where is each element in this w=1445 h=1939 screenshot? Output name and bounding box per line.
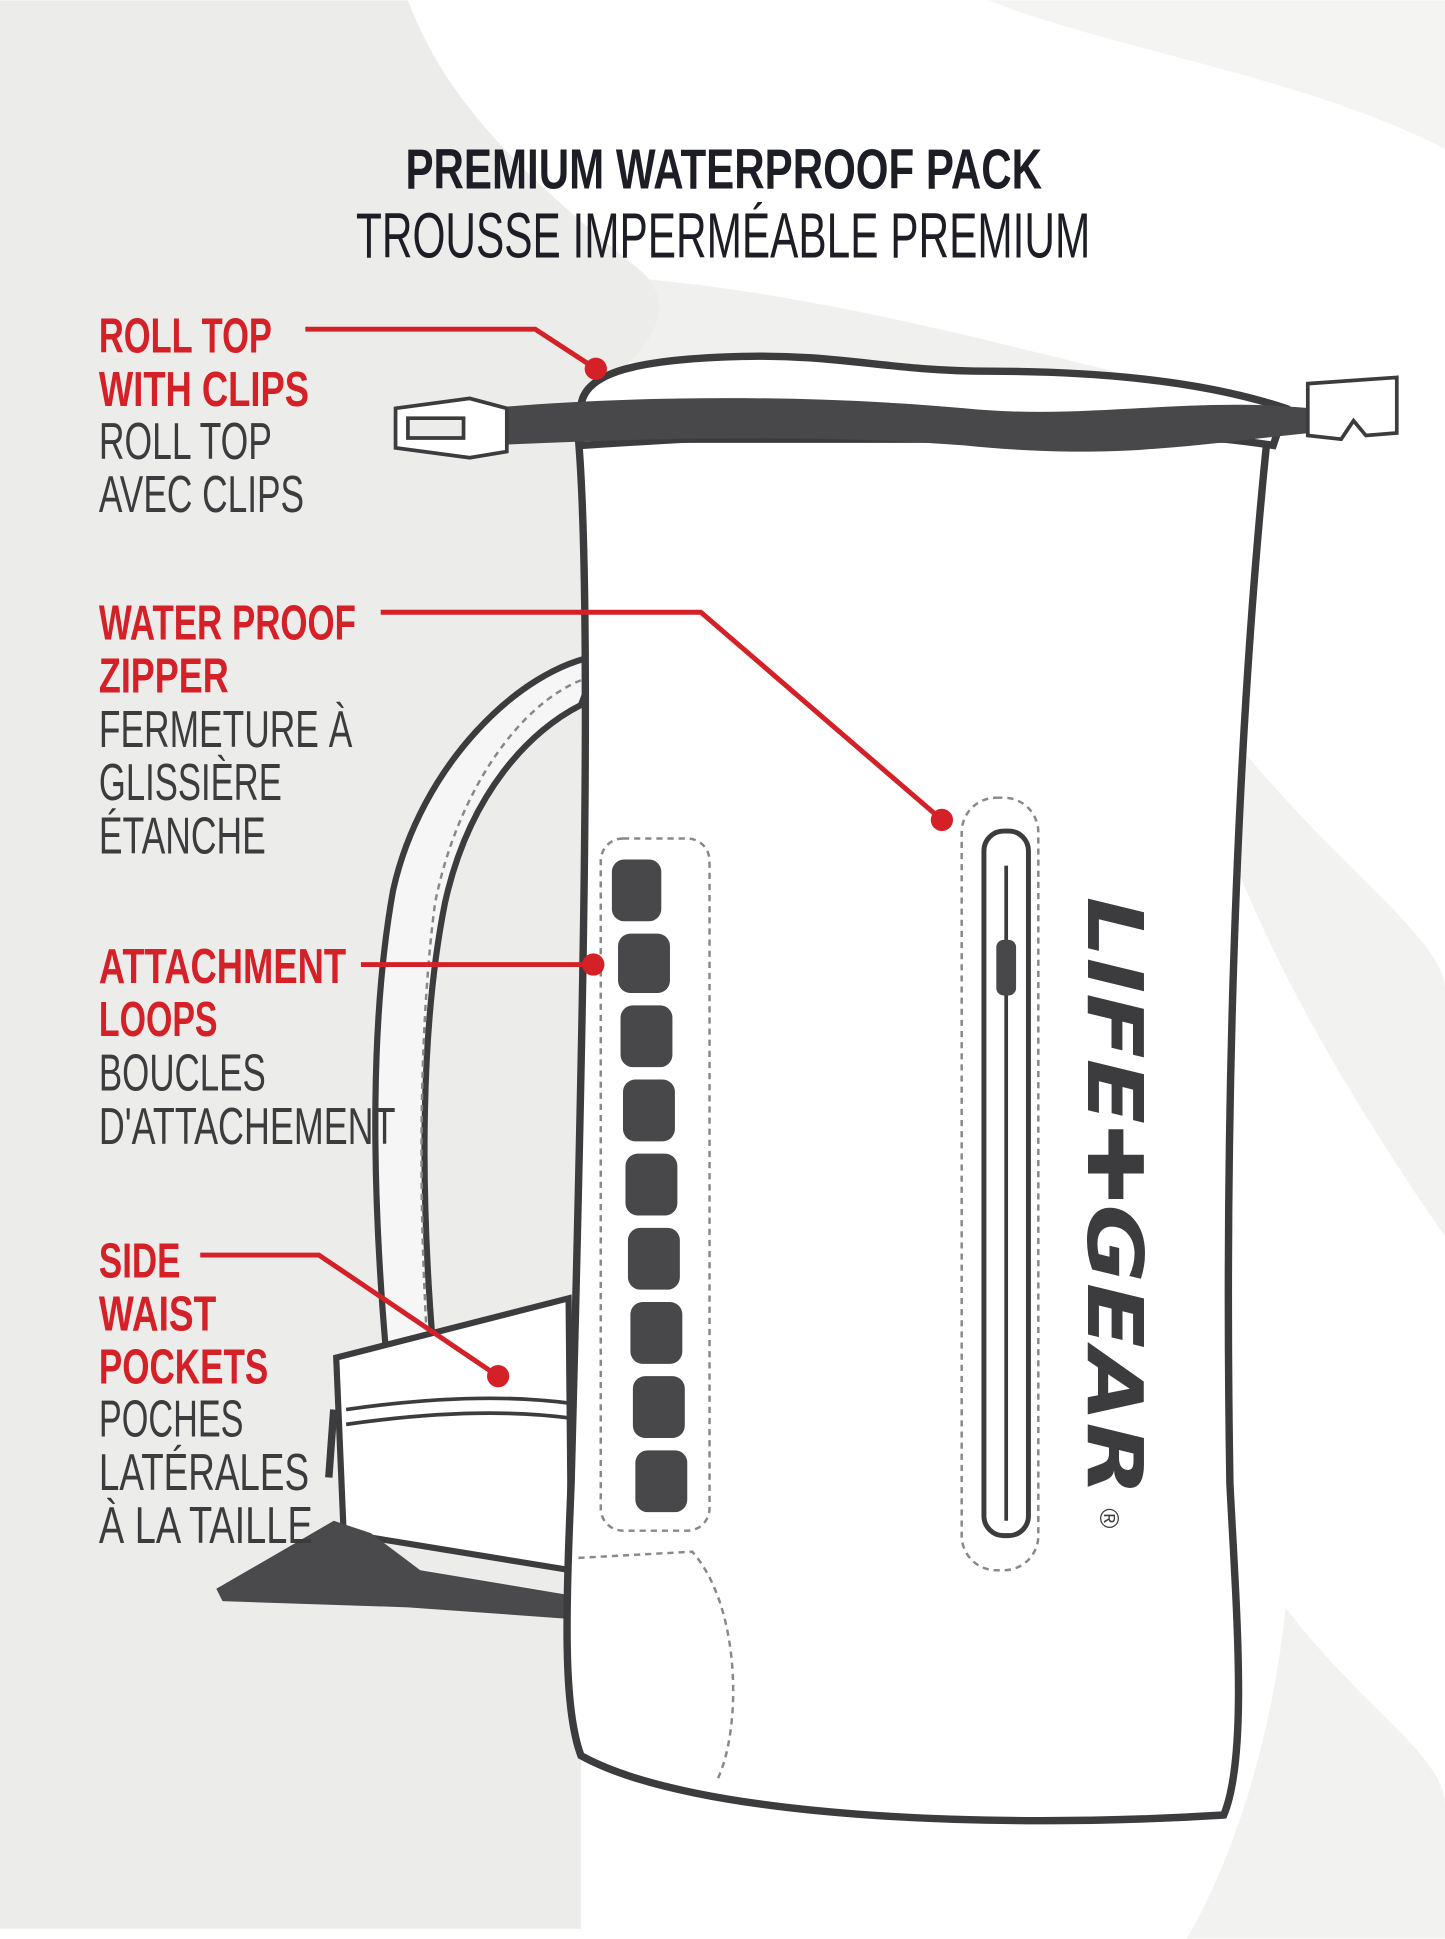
svg-text:POCHES: POCHES xyxy=(99,1391,244,1449)
callout-roll-top: ROLL TOP WITH CLIPS ROLL TOP AVEC CLIPS xyxy=(99,309,309,524)
pack-body xyxy=(563,435,1272,1825)
leader-lines xyxy=(200,326,944,1379)
svg-text:À LA TAILLE: À LA TAILLE xyxy=(99,1497,313,1555)
svg-text:LATÉRALES: LATÉRALES xyxy=(99,1444,309,1502)
svg-text:WITH CLIPS: WITH CLIPS xyxy=(99,362,309,417)
svg-text:LOOPS: LOOPS xyxy=(99,992,218,1047)
svg-text:D'ATTACHEMENT: D'ATTACHEMENT xyxy=(99,1098,396,1156)
svg-text:GLISSIÈRE: GLISSIÈRE xyxy=(99,754,282,812)
buckle-right-icon xyxy=(1305,375,1399,442)
buckle-left-icon xyxy=(393,396,509,460)
svg-text:ÉTANCHE: ÉTANCHE xyxy=(99,807,266,865)
callout-dots xyxy=(487,357,954,1388)
svg-text:ZIPPER: ZIPPER xyxy=(99,649,229,704)
title: PREMIUM WATERPROOF PACK xyxy=(405,138,1042,201)
logo-text: LIFE✚GEAR xyxy=(1069,897,1158,1497)
attachment-loops xyxy=(599,837,711,1532)
subtitle: TROUSSE IMPERMÉABLE PREMIUM xyxy=(356,200,1090,272)
svg-text:ATTACHMENT: ATTACHMENT xyxy=(99,939,346,994)
roll-top xyxy=(393,352,1399,460)
svg-text:WATER PROOF: WATER PROOF xyxy=(99,595,356,650)
svg-text:POCKETS: POCKETS xyxy=(99,1340,268,1395)
svg-text:AVEC CLIPS: AVEC CLIPS xyxy=(99,466,304,524)
zipper-pocket xyxy=(960,796,1040,1572)
brand-logo: LIFE✚GEAR ® xyxy=(1069,897,1158,1529)
zipper-pull-icon xyxy=(996,939,1017,996)
svg-text:ROLL TOP: ROLL TOP xyxy=(99,413,272,471)
callout-waist-pockets: SIDE WAIST POCKETS POCHES LATÉRALES À LA… xyxy=(99,1233,313,1555)
callout-loops: ATTACHMENT LOOPS BOUCLES D'ATTACHEMENT xyxy=(99,939,396,1156)
svg-text:BOUCLES: BOUCLES xyxy=(99,1045,266,1103)
svg-text:ROLL TOP: ROLL TOP xyxy=(99,309,272,364)
svg-text:SIDE: SIDE xyxy=(99,1233,181,1288)
registered-mark: ® xyxy=(1094,1508,1125,1528)
svg-text:FERMETURE À: FERMETURE À xyxy=(99,701,353,759)
callout-zipper: WATER PROOF ZIPPER FERMETURE À GLISSIÈRE… xyxy=(99,595,356,865)
waist-pocket xyxy=(216,1294,724,1697)
svg-text:WAIST: WAIST xyxy=(99,1286,216,1341)
